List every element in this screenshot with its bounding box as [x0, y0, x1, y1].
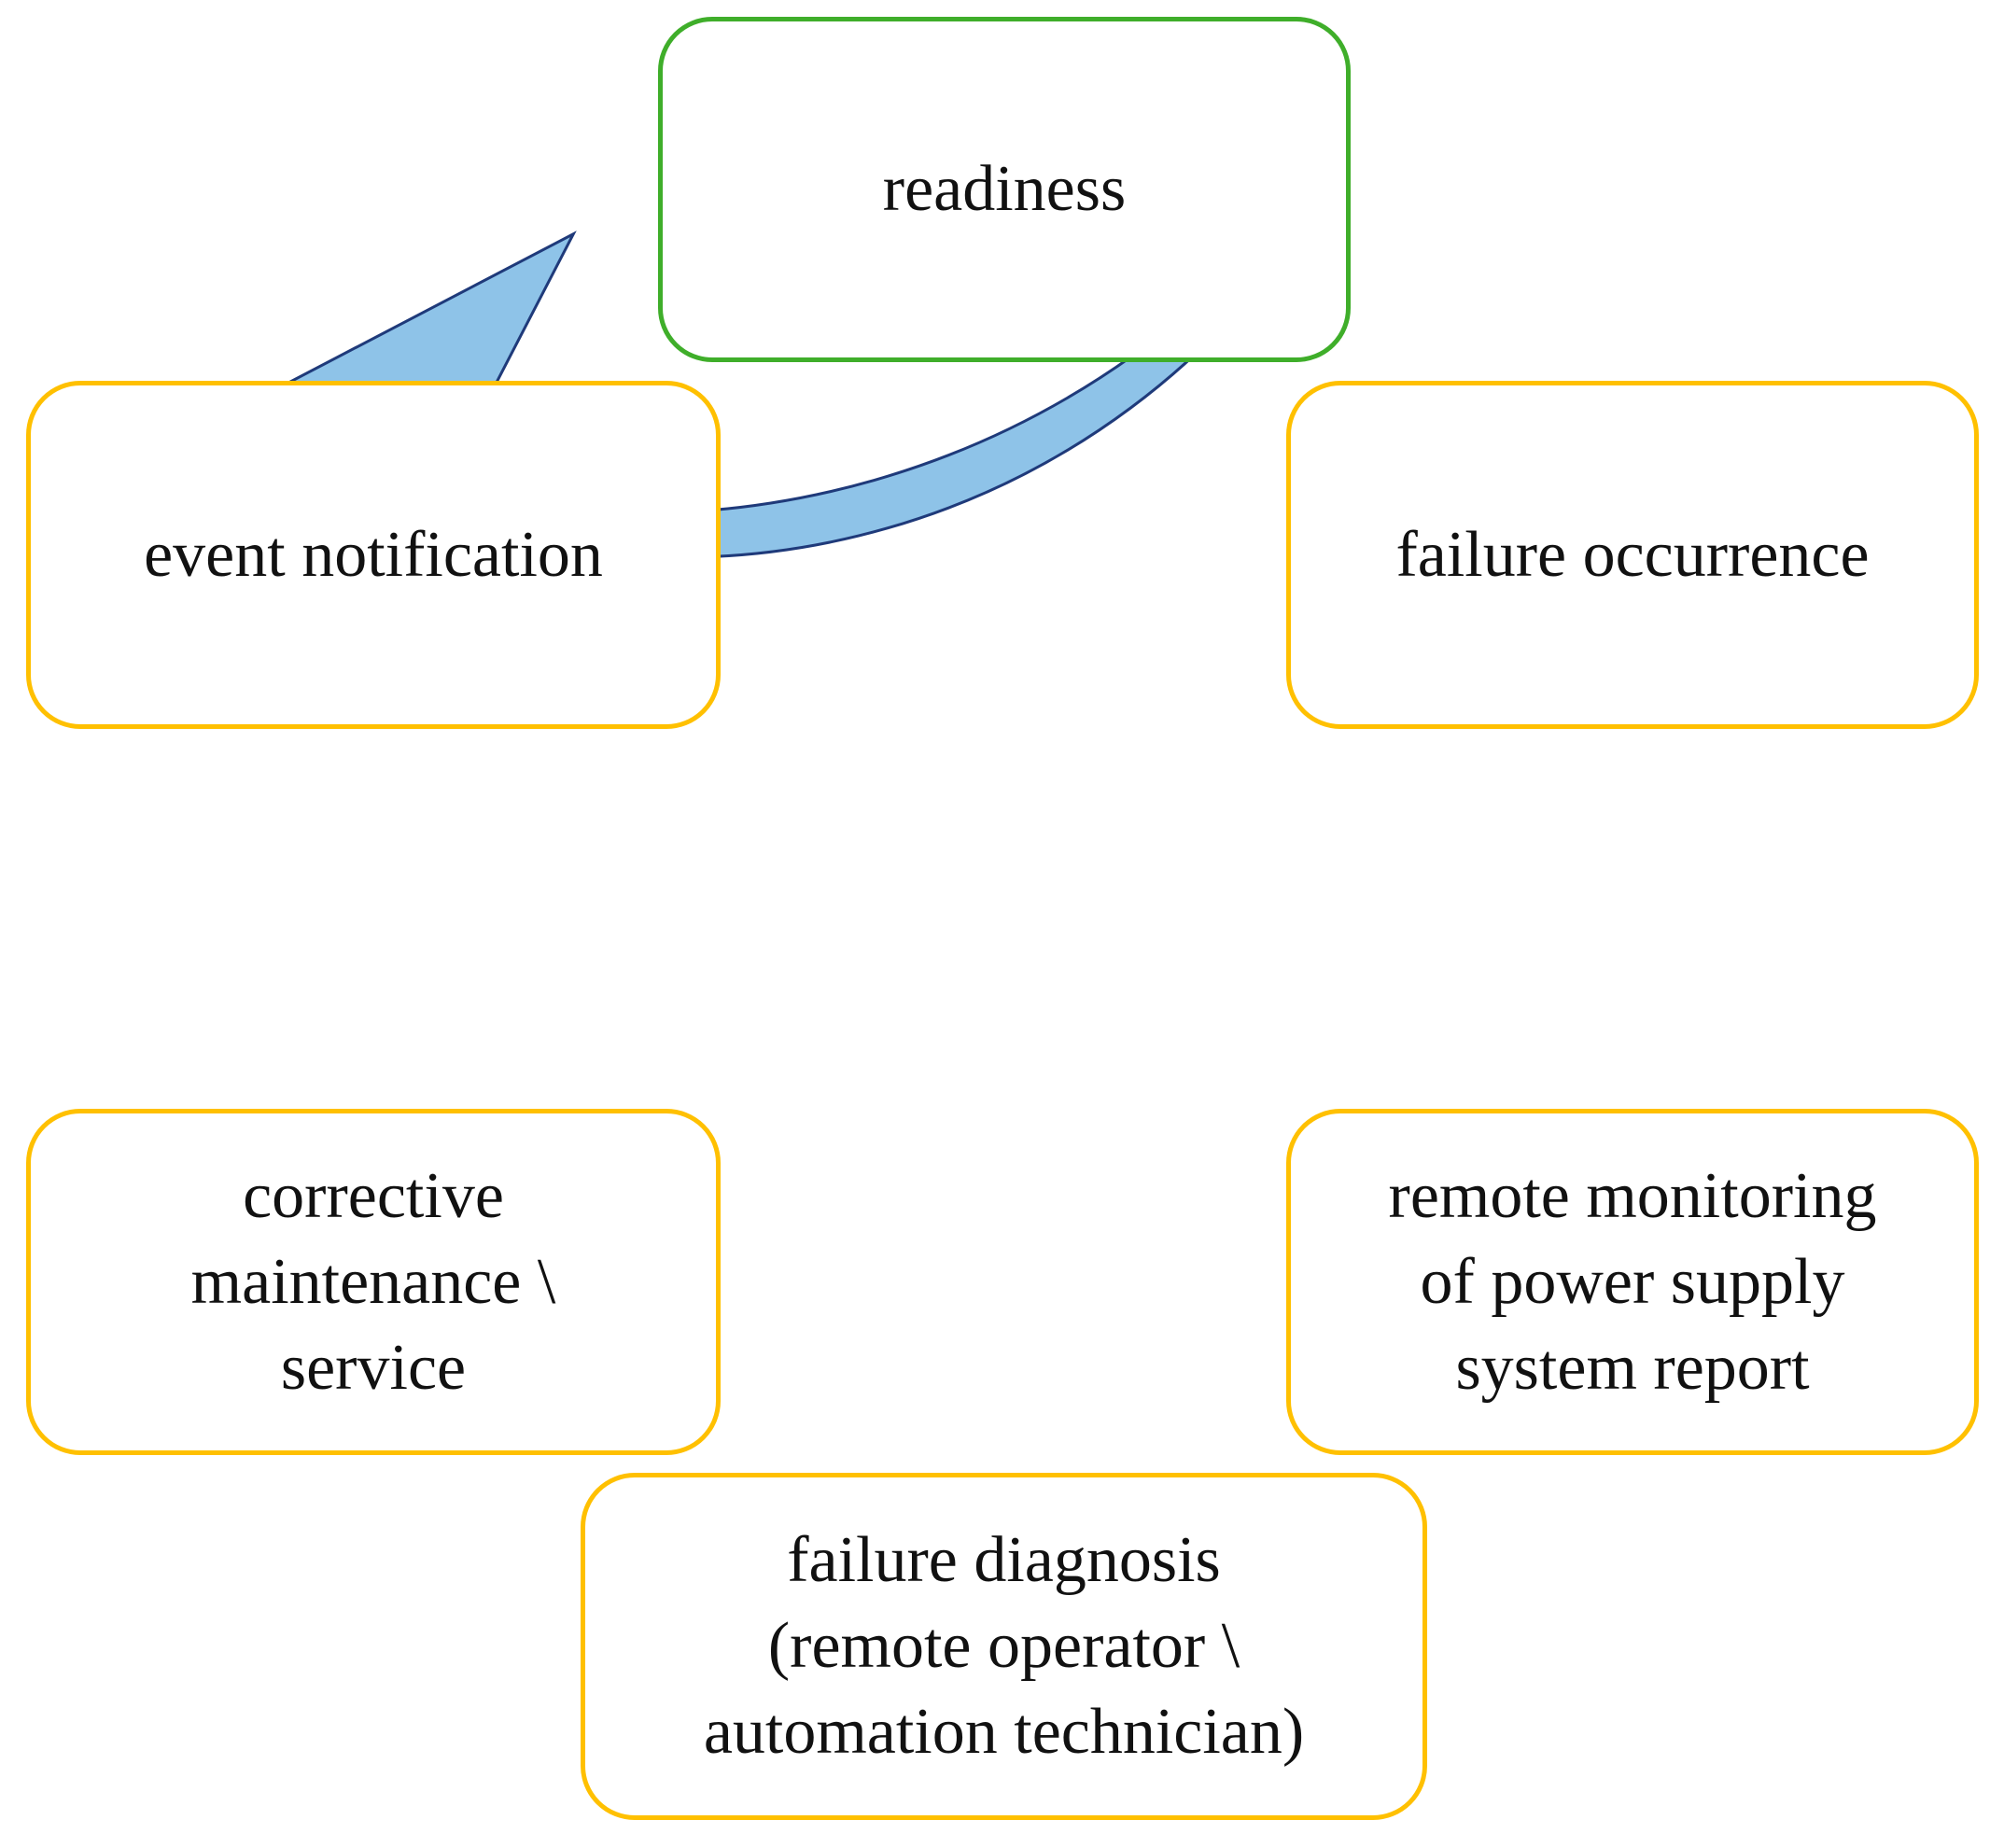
node-corrective-maintenance-label: corrective maintenance \ service — [191, 1154, 556, 1411]
node-readiness-line-1: readiness — [882, 153, 1127, 225]
node-event-notification: event notification — [26, 381, 721, 729]
node-failure-diagnosis-label: failure diagnosis (remote operator \ aut… — [704, 1518, 1304, 1775]
node-failure-diagnosis-line-2: (remote operator \ — [767, 1610, 1240, 1682]
node-remote-monitoring-line-2: of power supply — [1420, 1245, 1845, 1318]
node-corrective-maintenance-line-3: service — [280, 1331, 467, 1404]
node-corrective-maintenance-line-1: corrective — [243, 1159, 504, 1232]
node-event-notification-label: event notification — [144, 512, 603, 598]
node-failure-diagnosis-line-3: automation technician) — [703, 1696, 1305, 1768]
node-failure-diagnosis: failure diagnosis (remote operator \ aut… — [581, 1473, 1427, 1820]
node-corrective-maintenance: corrective maintenance \ service — [26, 1109, 721, 1455]
node-remote-monitoring: remote monitoring of power supply system… — [1286, 1109, 1979, 1455]
node-failure-diagnosis-line-1: failure diagnosis — [787, 1524, 1221, 1596]
node-remote-monitoring-line-3: system report — [1455, 1331, 1810, 1404]
node-failure-occurrence: failure occurrence — [1286, 381, 1979, 729]
node-readiness: readiness — [658, 17, 1351, 362]
node-corrective-maintenance-line-2: maintenance \ — [190, 1245, 556, 1318]
node-failure-occurrence-label: failure occurrence — [1395, 512, 1869, 598]
node-remote-monitoring-label: remote monitoring of power supply system… — [1389, 1154, 1877, 1411]
node-event-notification-line-1: event notification — [144, 518, 603, 591]
node-remote-monitoring-line-1: remote monitoring — [1388, 1159, 1877, 1232]
node-readiness-label: readiness — [883, 147, 1126, 232]
node-failure-occurrence-line-1: failure occurrence — [1395, 518, 1870, 591]
